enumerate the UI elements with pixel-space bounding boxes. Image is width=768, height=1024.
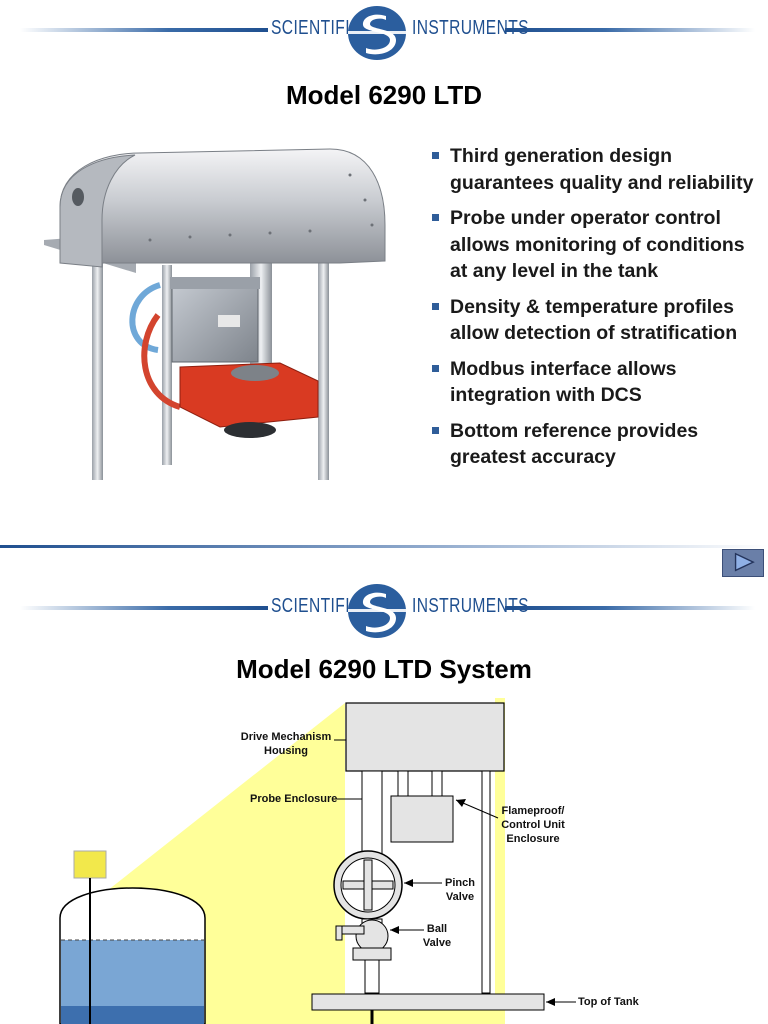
logo-word-scientific: SCIENTIFIC — [271, 595, 362, 617]
feature-text: Third generation design guarantees quali… — [450, 145, 754, 194]
logo-s-mark-icon — [348, 6, 406, 60]
tank-top-plate — [311, 993, 545, 1011]
company-logo-bar: SCIENTIFIC INSTRUMENTS — [0, 0, 768, 60]
company-logo-bar: SCIENTIFIC INSTRUMENTS — [0, 578, 768, 638]
label-top-of-tank: Top of Tank — [578, 996, 639, 1008]
feature-list: Third generation design guarantees quali… — [430, 143, 760, 480]
bullet-square-icon — [432, 214, 439, 221]
label-probe-enclosure: Probe Enclosure — [250, 793, 338, 805]
feature-item: Third generation design guarantees quali… — [430, 143, 760, 196]
label-line: Drive Mechanism — [240, 731, 332, 743]
drive-housing-shape — [345, 702, 505, 772]
label-line: Pinch — [445, 877, 475, 889]
control-unit-shape — [390, 795, 454, 843]
logo-rule-left — [20, 606, 268, 610]
bullet-square-icon — [432, 426, 439, 434]
label-line: Enclosure — [506, 833, 560, 845]
label-line: Control Unit — [501, 819, 565, 831]
slide-2: SCIENTIFIC INSTRUMENTS Model 6290 LTD Sy… — [0, 548, 768, 1024]
label-line: Valve — [445, 891, 475, 903]
logo-s-mark-icon — [348, 584, 406, 638]
label-control-unit: Flameproof/ Control Unit Enclosure — [498, 804, 568, 846]
logo-word-instruments: INSTRUMENTS — [412, 595, 529, 617]
label-line: Ball — [426, 923, 448, 935]
logo-rule-right — [505, 606, 755, 610]
label-pinch-valve: Pinch Valve — [440, 876, 480, 904]
feature-item: Bottom reference provides greatest accur… — [430, 418, 760, 471]
bullet-square-icon — [432, 152, 439, 159]
label-ball-valve: Ball Valve — [420, 922, 454, 950]
label-line: Housing — [264, 745, 308, 757]
ball-valve-shape — [335, 918, 392, 994]
feature-text: Modbus interface allows integration with… — [450, 357, 677, 407]
bullet-square-icon — [432, 302, 439, 310]
next-slide-button[interactable] — [722, 549, 764, 577]
feature-item: Probe under operator control allows moni… — [430, 205, 760, 285]
feature-item: Density & temperature profiles allow det… — [430, 294, 760, 347]
feature-item: Modbus interface allows integration with… — [430, 356, 760, 409]
feature-text: Bottom reference provides greatest accur… — [450, 419, 699, 469]
play-triangle-icon — [734, 552, 755, 572]
logo-word-scientific: SCIENTIFIC — [271, 17, 362, 39]
feature-text: Density & temperature profiles allow det… — [450, 295, 738, 345]
tank-gauge-photo — [44, 148, 386, 480]
pinch-valve-shape — [333, 850, 403, 920]
bullet-square-icon — [432, 364, 439, 372]
logo-rule-right — [505, 28, 755, 32]
logo-rule-left — [20, 28, 268, 32]
slide-title: Model 6290 LTD — [285, 80, 482, 110]
label-line: Flameproof/ — [501, 805, 565, 817]
slide-1: SCIENTIFIC INSTRUMENTS Model 6290 LTD — [0, 0, 768, 548]
system-diagram — [59, 698, 576, 1024]
slide-title: Model 6290 LTD System — [236, 654, 532, 684]
slide-footer-rule — [0, 545, 768, 548]
label-drive-housing: Drive Mechanism Housing — [236, 730, 336, 758]
label-line: Valve — [422, 937, 452, 949]
logo-word-instruments: INSTRUMENTS — [412, 17, 529, 39]
storage-tank — [59, 850, 206, 1024]
feature-text: Probe under operator control allows moni… — [450, 207, 745, 282]
